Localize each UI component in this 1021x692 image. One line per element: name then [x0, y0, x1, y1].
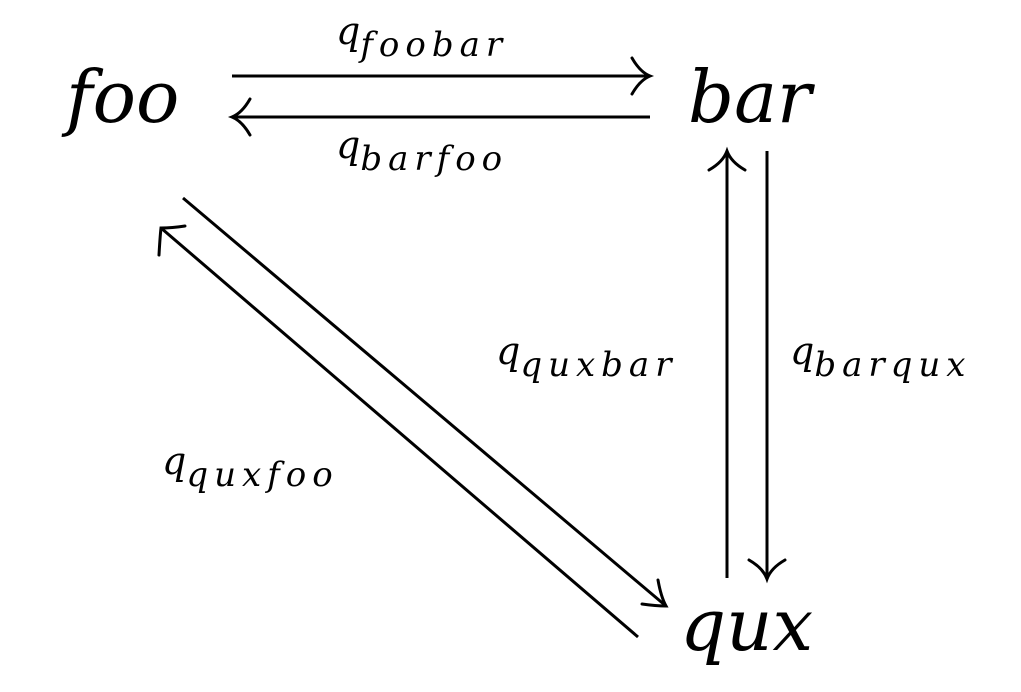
edge-foo-qux: [182, 196, 669, 608]
label-qux-foo: qquxfoo: [162, 439, 339, 495]
arrowhead-right-icon: [630, 56, 655, 96]
label-foo-bar: qfoobar: [336, 9, 508, 65]
node-foo: foo: [61, 55, 179, 139]
edge-foo-bar: [232, 56, 655, 96]
arrowhead-up-left-icon: [157, 224, 187, 257]
label-qux-bar: qquxbar: [496, 329, 677, 385]
arrowhead-down-icon: [747, 558, 787, 584]
node-qux: qux: [680, 583, 813, 667]
edge-bar-qux: [747, 151, 787, 584]
edge-bar-foo: [227, 97, 650, 137]
arrowhead-up-icon: [707, 146, 747, 172]
node-bar: bar: [688, 55, 815, 139]
label-bar-foo: qbarfoo: [336, 123, 508, 179]
edge-qux-bar: [707, 146, 747, 578]
arrowhead-down-right-icon: [640, 578, 669, 608]
arrowhead-left-icon: [227, 97, 252, 137]
label-bar-qux: qbarqux: [790, 329, 971, 385]
edge-qux-foo: [157, 224, 639, 639]
